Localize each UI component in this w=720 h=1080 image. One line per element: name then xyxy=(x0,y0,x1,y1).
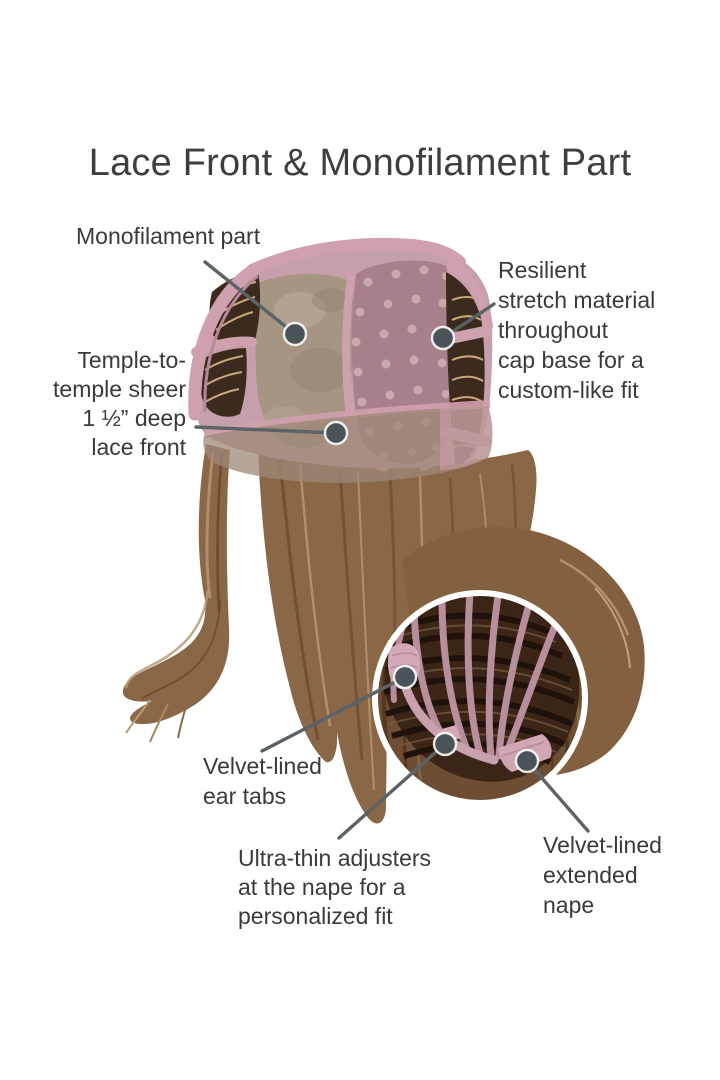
label-line: cap base for a xyxy=(498,347,644,373)
inset-ring xyxy=(372,590,588,806)
label-line: Ultra-thin adjusters xyxy=(238,845,432,871)
label-ear-tabs: Velvet-lined ear tabs xyxy=(203,751,322,811)
left-weft-panels xyxy=(191,270,261,417)
callout-dot-lace-front xyxy=(323,420,349,446)
callout-line-ear-tabs xyxy=(260,675,407,753)
callout-dots xyxy=(282,321,540,774)
label-temple-lace-front: Temple-to- temple sheer 1 ½” deep lace f… xyxy=(18,346,186,462)
inset-magnifier xyxy=(377,595,583,801)
label-line: personalized fit xyxy=(238,903,393,929)
label-resilient-stretch: Resilient stretch material throughout ca… xyxy=(498,255,655,405)
inset-bottom-edge-band xyxy=(401,683,499,765)
callout-line-nape-adjusters xyxy=(337,742,447,840)
callout-line-resilient-stretch xyxy=(444,302,496,338)
cap-trim xyxy=(188,237,493,421)
callout-dot-resilient-stretch xyxy=(430,325,456,351)
label-line: Velvet-lined xyxy=(543,832,662,858)
callout-lines xyxy=(194,260,590,840)
callout-dot-monofilament-part xyxy=(282,321,308,347)
left-hair-lock xyxy=(122,444,230,743)
page-title: Lace Front & Monofilament Part xyxy=(88,142,632,184)
label-line: Temple-to- xyxy=(77,347,186,373)
label-line: 1 ½” deep xyxy=(82,405,186,431)
callout-dot-nape-adjusters xyxy=(432,731,458,757)
callout-dot-extended-nape xyxy=(514,748,540,774)
callout-dot-ear-tabs xyxy=(392,664,418,690)
label-line: temple sheer xyxy=(53,376,186,402)
callout-line-extended-nape xyxy=(525,759,590,833)
label-line: Monofilament part xyxy=(76,223,261,249)
callout-line-monofilament-part xyxy=(203,260,297,336)
label-line: lace front xyxy=(91,434,186,460)
label-line: stretch material xyxy=(498,287,656,313)
callout-line-lace-front xyxy=(194,425,338,435)
label-line: nape xyxy=(543,892,595,918)
label-line: Velvet-lined xyxy=(203,753,322,779)
label-monofilament-part: Monofilament part xyxy=(76,221,260,251)
label-line: Resilient xyxy=(498,257,587,283)
label-line: ear tabs xyxy=(203,783,287,809)
label-nape-adjusters: Ultra-thin adjusters at the nape for a p… xyxy=(238,844,431,931)
label-line: custom-like fit xyxy=(498,377,639,403)
label-extended-nape: Velvet-lined extended nape xyxy=(543,830,662,920)
label-line: extended xyxy=(543,862,638,888)
label-line: throughout xyxy=(498,317,608,343)
label-line: at the nape for a xyxy=(238,874,406,900)
